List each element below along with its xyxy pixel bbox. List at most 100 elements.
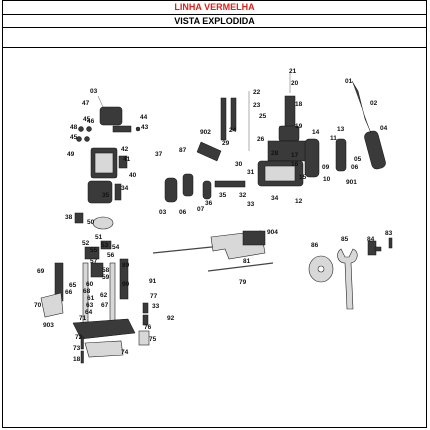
label-51: 51 [95,234,103,241]
label-38: 38 [65,214,73,221]
label-904: 904 [267,229,278,236]
label-33: 33 [247,201,255,208]
label-77: 77 [150,293,158,300]
field-coil-part [87,180,122,204]
label-91: 91 [149,278,157,285]
small-screw-part [388,237,393,249]
label-33b: 33 [152,303,160,310]
motor-cover-part [97,95,123,126]
depth-stop-turret [40,292,64,318]
label-86: 86 [311,242,319,249]
label-89: 89 [122,262,130,269]
page-subtitle: VISTA EXPLODIDA [3,15,426,28]
label-61: 61 [87,295,95,302]
label-92: 92 [167,315,175,322]
label-65: 65 [69,282,77,289]
label-73: 73 [73,345,81,352]
parallel-guide-bracket [210,230,266,260]
label-17: 17 [291,152,299,159]
label-37: 37 [155,151,163,158]
chip-guard-part [138,302,150,346]
copy-guide-disc [308,255,334,283]
label-11: 11 [330,135,337,142]
part-number-labels: 03 47 45 48 45 49 46 44 43 42 41 40 34 3… [34,68,393,363]
label-23: 23 [253,102,261,109]
label-79: 79 [239,279,247,286]
label-74: 74 [121,349,129,356]
label-06: 06 [351,164,359,171]
base-screws [80,336,84,364]
label-12: 12 [295,198,303,205]
label-19: 19 [295,123,303,130]
label-903: 903 [43,322,54,329]
label-55: 55 [90,247,98,254]
label-20: 20 [291,80,299,87]
label-03: 03 [90,88,98,95]
label-15: 15 [299,174,307,181]
label-901: 901 [346,179,357,186]
label-24: 24 [229,127,237,134]
label-28: 28 [271,150,279,157]
exploded-view-drawing: 03 47 45 48 45 49 46 44 43 42 41 40 34 3… [34,68,393,364]
side-handle-part [304,130,386,178]
label-04: 04 [380,125,388,132]
label-31: 31 [247,169,255,176]
label-75: 75 [149,336,157,343]
armature-housing-part [90,147,128,179]
label-07: 07 [197,206,205,213]
gear-housing-part [257,160,304,187]
label-16: 16 [291,161,299,168]
label-25: 25 [259,113,267,120]
label-26: 26 [257,136,265,143]
label-84: 84 [367,236,375,243]
depth-rod-part [220,97,237,141]
label-71: 71 [79,315,87,322]
label-57: 57 [90,258,98,265]
label-29: 29 [222,140,230,147]
sub-base-plate [84,340,124,358]
label-54: 54 [112,244,120,251]
label-45b: 45 [70,134,78,141]
label-40: 40 [129,172,137,179]
label-59: 59 [102,274,110,281]
label-22: 22 [253,89,261,96]
label-62: 62 [100,292,108,299]
label-32: 32 [239,192,247,199]
lever-plate-part [196,141,222,162]
label-50: 50 [87,219,95,226]
label-90: 90 [122,281,130,288]
label-03b: 03 [159,209,167,216]
label-35: 35 [102,192,110,199]
label-21: 21 [289,68,297,75]
label-18: 18 [295,101,303,108]
screws-group-top-left [76,125,141,142]
plunge-springs [54,258,129,302]
label-72: 72 [75,334,83,341]
label-53: 53 [101,242,109,249]
label-60: 60 [86,281,94,288]
column-cap-parts [84,240,112,278]
label-63: 63 [86,302,94,309]
label-76: 76 [144,324,152,331]
label-48: 48 [70,124,78,131]
label-52: 52 [82,240,90,247]
label-56: 56 [107,252,115,259]
collet-part [367,240,382,256]
label-05: 05 [354,156,362,163]
label-64: 64 [85,309,93,316]
label-18b: 18 [73,356,81,363]
lock-knob-group [164,173,246,203]
router-base-plate [72,318,136,340]
label-68: 68 [83,288,91,295]
cord-part [351,80,372,134]
label-85: 85 [341,236,349,243]
label-01: 01 [345,78,353,85]
label-902: 902 [200,129,211,136]
label-69: 69 [37,268,45,275]
label-14: 14 [312,129,320,136]
label-30: 30 [235,161,243,168]
label-10: 10 [323,176,331,183]
wrench-tool [337,248,358,310]
bearing-cup-part [74,212,114,230]
